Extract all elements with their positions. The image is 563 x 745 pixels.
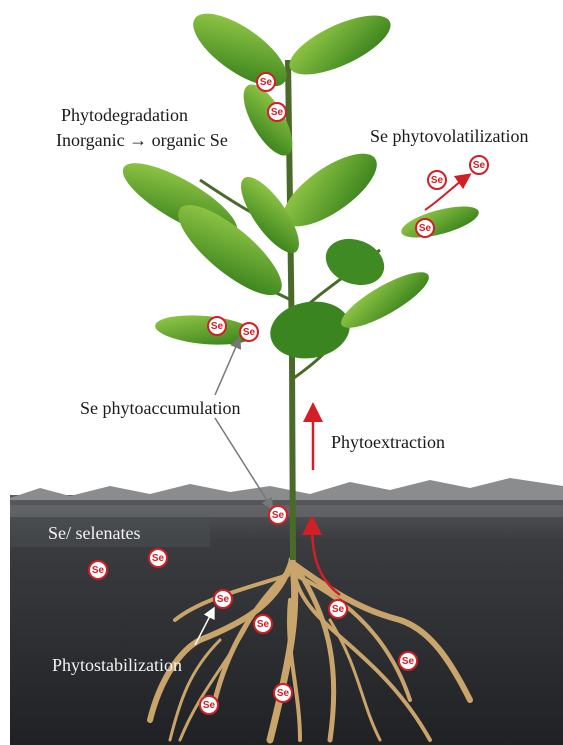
inorganic-text: Inorganic [56, 130, 125, 150]
se-marker: Se [427, 170, 447, 190]
phytodegradation-detail: Inorganic → organic Se [56, 130, 228, 152]
se-marker: Se [273, 683, 293, 703]
phytovolatilization-label: Se phytovolatilization [370, 126, 528, 148]
phytoaccumulation-label: Se phytoaccumulation [80, 398, 240, 420]
se-marker: Se [253, 614, 273, 634]
phytodegradation-label: Phytodegradation [61, 105, 188, 127]
se-marker: Se [148, 548, 168, 568]
arrow-right-icon: → [129, 130, 147, 150]
se-marker: Se [268, 505, 288, 525]
phytostabilization-label: Phytostabilization [52, 655, 182, 677]
se-marker: Se [239, 322, 259, 342]
se-marker: Se [469, 155, 489, 175]
organic-se-text: organic Se [152, 130, 228, 150]
se-marker: Se [88, 560, 108, 580]
se-marker: Se [207, 316, 227, 336]
se-marker: Se [267, 102, 287, 122]
se-marker: Se [415, 218, 435, 238]
se-marker: Se [213, 589, 233, 609]
se-marker: Se [328, 599, 348, 619]
se-marker: Se [256, 72, 276, 92]
selenates-label: Se/ selenates [48, 523, 140, 545]
se-marker: Se [199, 695, 219, 715]
phytoextraction-label: Phytoextraction [331, 432, 445, 454]
se-marker: Se [398, 651, 418, 671]
